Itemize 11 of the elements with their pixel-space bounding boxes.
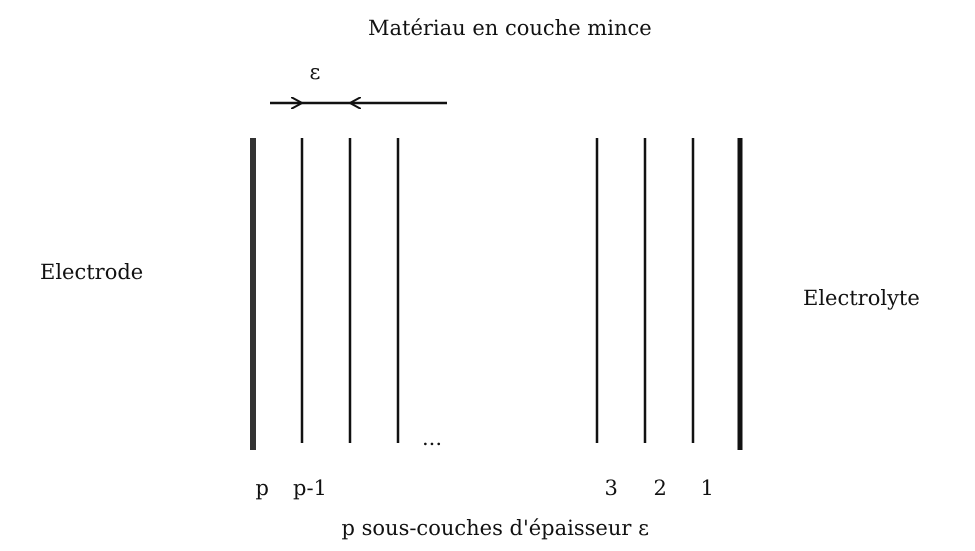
layer-number: 1 <box>700 478 714 499</box>
layer-number: p-1 <box>293 478 327 499</box>
thickness-symbol: ε <box>310 62 320 83</box>
diagram-caption: p sous-couches d'épaisseur ε <box>342 518 649 539</box>
layer-number: p <box>256 478 269 499</box>
layer-number: 2 <box>654 478 667 499</box>
ellipsis: ... <box>422 428 442 449</box>
layer-number: 3 <box>604 478 618 499</box>
side-label: Electrolyte <box>803 288 920 309</box>
diagram-title: Matériau en couche mince <box>368 18 652 39</box>
side-label: Electrode <box>40 262 144 283</box>
